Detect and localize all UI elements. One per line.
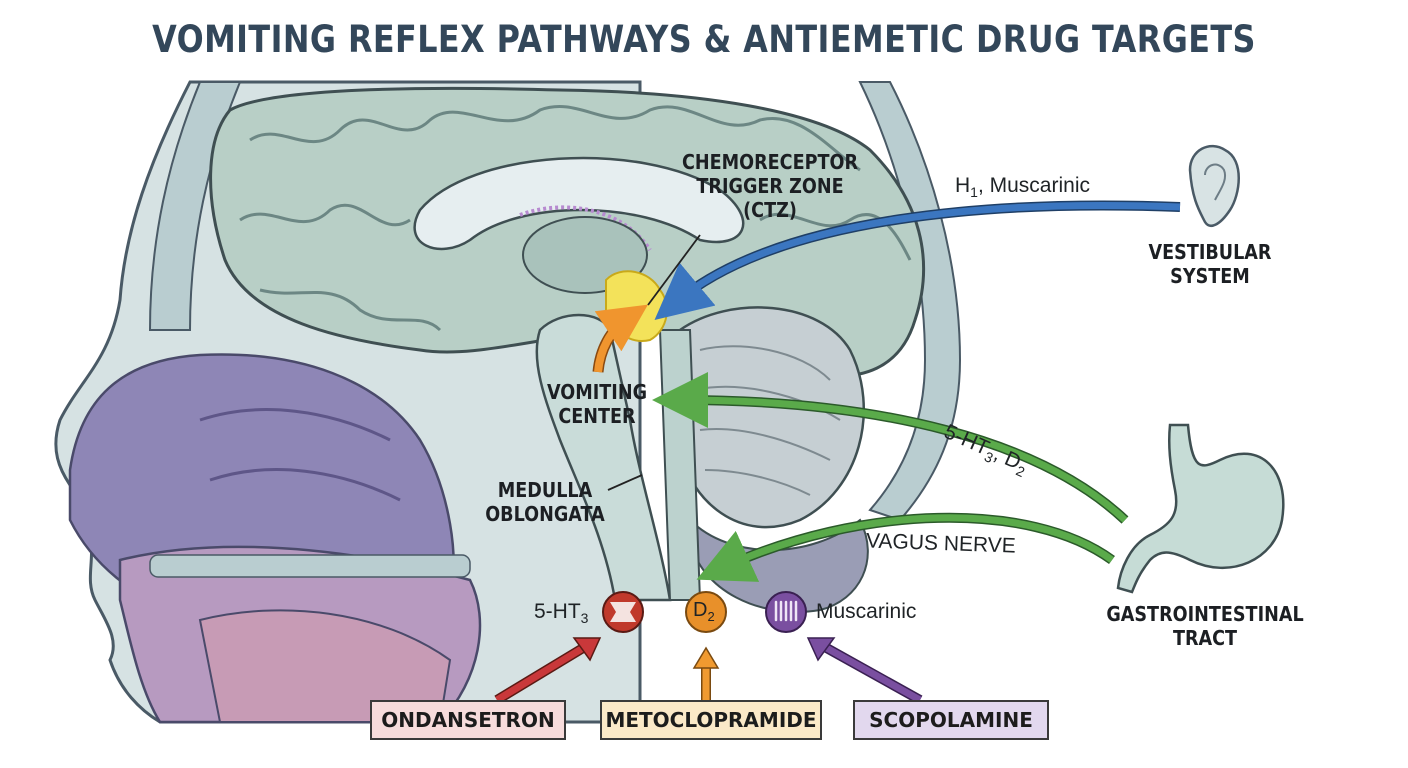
muscarinic-receptor-label: Muscarinic [816, 600, 917, 623]
d2-receptor-prefix: D [693, 599, 708, 621]
ctz-label-line-1: CHEMORECEPTOR [681, 150, 859, 174]
medulla-label-line-2: OBLONGATA [485, 502, 605, 526]
ht3-receptor-label: 5-HT3 [534, 600, 588, 626]
ondansetron-box: ONDANSETRON [370, 700, 566, 740]
metoclopramide-arrow [692, 646, 720, 700]
muscarinic-receptor-icon [765, 591, 807, 633]
h1-prefix: H [955, 174, 971, 197]
vestibular-system-label: VESTIBULAR SYSTEM [1140, 240, 1281, 288]
vestibular-pathway-arrow [654, 200, 1181, 320]
diagram-title: VOMITING REFLEX PATHWAYS & ANTIEMETIC DR… [152, 18, 1256, 61]
medulla-label: MEDULLA OBLONGATA [479, 478, 611, 526]
vestibular-label-line-1: VESTIBULAR [1148, 240, 1272, 264]
metoclopramide-box: METOCLOPRAMIDE [600, 700, 822, 740]
ht3-receptor-subscript: 3 [580, 610, 589, 627]
gi-upper-pathway-arrow [652, 372, 1129, 524]
vagus-pathway-arrow [696, 512, 1115, 582]
scopolamine-box: SCOPOLAMINE [853, 700, 1049, 740]
vomiting-center-to-ctz-arrow [592, 304, 648, 373]
d2-receptor-subscript: 2 [707, 609, 715, 624]
ear-icon [1188, 144, 1240, 227]
ondansetron-arrow [494, 637, 602, 705]
medulla-leader-line [607, 474, 643, 491]
d2-receptor-icon [685, 591, 727, 633]
vomiting-center-label: VOMITING CENTER [531, 380, 663, 428]
serotonin-receptor-icon [602, 591, 644, 633]
ctz-leader-line [647, 234, 701, 306]
vomiting-center-label-line-2: CENTER [558, 404, 636, 428]
ctz-label-line-3: (CTZ) [743, 198, 797, 222]
gi-label-line-1: GASTROINTESTINAL [1106, 602, 1304, 626]
h1-subscript: 1 [970, 184, 978, 201]
h1-suffix: , Muscarinic [977, 174, 1090, 197]
d2-receptor-label: D2 [693, 599, 715, 624]
ctz-label-line-2: TRIGGER ZONE [696, 174, 844, 198]
brain [209, 86, 926, 613]
gi-label-line-2: TRACT [1172, 626, 1238, 650]
medulla-label-line-1: MEDULLA [497, 478, 593, 502]
gi-tract-label: GASTROINTESTINAL TRACT [1104, 602, 1306, 650]
scopolamine-arrow [806, 637, 923, 705]
vestibular-receptor-label: H1, Muscarinic [955, 174, 1090, 200]
ctz-label: CHEMORECEPTOR TRIGGER ZONE (CTZ) [673, 150, 867, 222]
ht3-receptor-prefix: 5-HT [534, 600, 581, 623]
vestibular-label-line-2: SYSTEM [1170, 264, 1250, 288]
vomiting-center-label-line-1: VOMITING [546, 380, 648, 404]
stomach-icon [1116, 423, 1285, 594]
